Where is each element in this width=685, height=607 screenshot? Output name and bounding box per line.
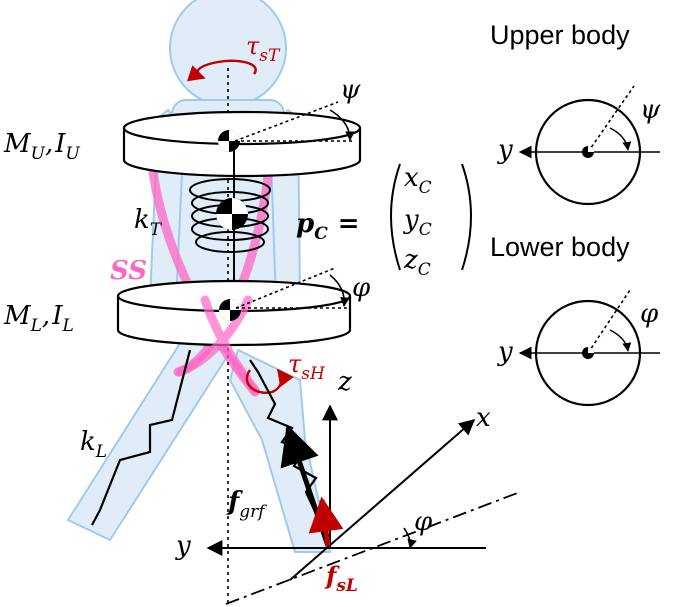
upper-disk-com: [218, 130, 240, 152]
upper-mass-label: MU,IU: [3, 129, 81, 164]
left-leg-spring: [91, 349, 192, 526]
phi-label: φ: [352, 273, 371, 303]
upper-angle-arc: [329, 109, 355, 141]
svg-text:yC: yC: [403, 205, 432, 240]
svg-text:pC=: pC=: [296, 209, 360, 244]
right-leg: [228, 348, 332, 553]
center-of-mass-symbol: [216, 198, 248, 230]
lower-inset-y-label: y: [497, 337, 513, 367]
axis-x-label: x: [476, 403, 491, 433]
svg-text:xC: xC: [404, 163, 432, 198]
tau-st-arrow: [186, 59, 257, 82]
f-sl-arrow: [308, 496, 344, 547]
lower-mass-label: ML,IL: [3, 301, 74, 336]
k-t-label: kT: [134, 205, 163, 240]
svg-text:zC: zC: [403, 245, 431, 280]
lower-body-heading: Lower body: [490, 232, 630, 262]
upper-angle-line: [234, 101, 339, 142]
k-l-label: kL: [80, 427, 107, 462]
lower-inset-angle-label: φ: [640, 299, 659, 329]
ground-angle-label: φ: [414, 507, 433, 537]
f-grf-label: fgrf: [226, 487, 267, 522]
tau-sh-label: τsH: [288, 350, 326, 384]
upper-body-heading: Upper body: [490, 20, 630, 50]
upper-disk: [122, 110, 362, 178]
position-vector: pC= xC yC zC: [296, 163, 472, 280]
lower-angle-arc: [329, 274, 350, 307]
upper-body-inset: [518, 85, 660, 206]
f-sl-label: fsL: [324, 561, 358, 596]
ss-label: SS: [110, 256, 147, 286]
lower-disk-com: [219, 299, 241, 321]
axis-z-label: z: [337, 367, 352, 397]
human-silhouette: [66, 0, 332, 553]
lower-body-inset: [518, 289, 660, 407]
upper-inset-angle-label: ψ: [640, 95, 661, 125]
psi-label: ψ: [340, 75, 361, 105]
upper-inset-y-label: y: [497, 135, 513, 165]
tau-sh-arrow: [245, 368, 294, 394]
axis-y-label: y: [175, 531, 191, 561]
tau-st-label: τsT: [246, 32, 281, 66]
